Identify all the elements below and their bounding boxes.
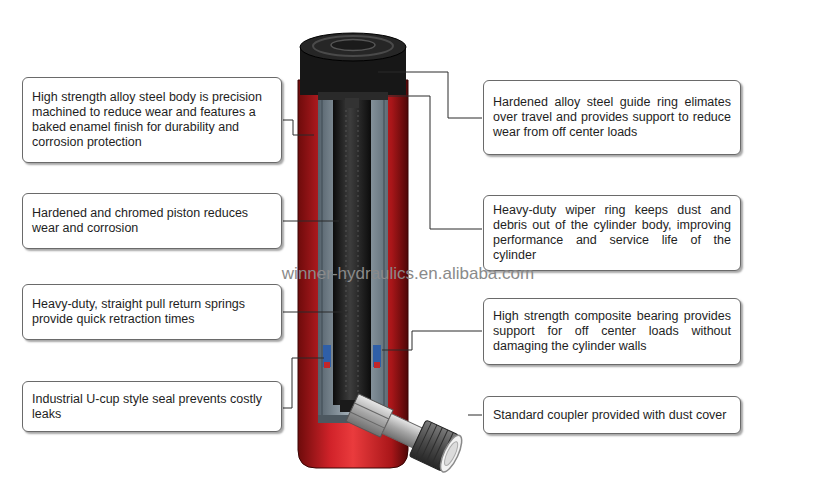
leader-line (468, 415, 482, 416)
callout-box: Hardened alloy steel guide ring elimates… (483, 80, 741, 155)
leader-line (382, 331, 482, 350)
leader-line (283, 120, 314, 135)
leader-line (283, 312, 348, 313)
coupler (344, 389, 466, 474)
callout-box: Standard coupler provided with dust cove… (483, 396, 741, 434)
cylinder-top (300, 33, 406, 108)
leader-line (283, 221, 339, 222)
callout-text: High strength alloy steel body is precis… (32, 90, 272, 150)
callout-text: Heavy-duty, straight pull return springs… (32, 297, 272, 327)
callout-text: Heavy-duty wiper ring keeps dust and deb… (493, 203, 731, 263)
callout-text: Standard coupler provided with dust cove… (493, 408, 731, 423)
watermark: winner-hydraulics.en.alibaba.com (282, 264, 534, 284)
leader-line (283, 358, 324, 408)
callout-box: High strength composite bearing provides… (483, 298, 741, 365)
callout-box: Hardened and chromed piston reduces wear… (22, 193, 282, 249)
callout-text: Hardened and chromed piston reduces wear… (32, 206, 272, 236)
callout-text: Industrial U-cup style seal prevents cos… (32, 392, 272, 422)
callout-box: Industrial U-cup style seal prevents cos… (22, 381, 282, 432)
callout-box: High strength alloy steel body is precis… (22, 77, 282, 163)
callout-box: Heavy-duty wiper ring keeps dust and deb… (483, 195, 741, 271)
callout-text: Hardened alloy steel guide ring elimates… (493, 95, 731, 140)
callout-box: Heavy-duty, straight pull return springs… (22, 284, 282, 340)
leader-line (376, 96, 482, 229)
callout-text: High strength composite bearing provides… (493, 309, 731, 354)
